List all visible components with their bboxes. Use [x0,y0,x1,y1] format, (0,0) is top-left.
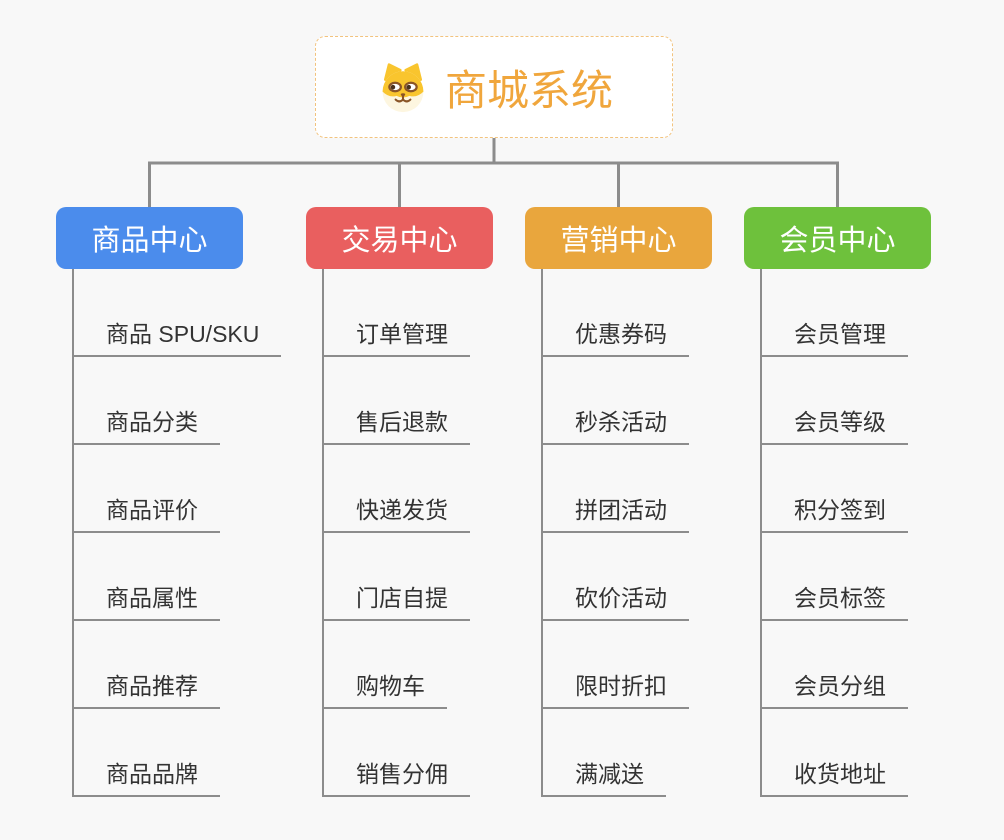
child-topic[interactable]: 商品分类 [72,407,220,445]
children-column-marketing-center: 优惠券码秒杀活动拼团活动砍价活动限时折扣满减送 [541,269,689,797]
branch-label: 交易中心 [341,225,458,257]
child-topic[interactable]: 满减送 [541,759,666,797]
child-topic[interactable]: 会员管理 [760,319,908,357]
branch-label: 商品中心 [91,225,208,257]
child-topic[interactable]: 会员标签 [760,583,908,621]
child-topic[interactable]: 会员分组 [760,671,908,709]
child-topic[interactable]: 门店自提 [322,583,470,621]
child-topic[interactable]: 商品评价 [72,495,220,533]
branch-node-member-center[interactable]: 会员中心 [744,207,931,269]
children-column-product-center: 商品 SPU/SKU 商品分类商品评价商品属性商品推荐商品品牌 [72,269,282,797]
child-topic[interactable]: 销售分佣 [322,759,470,797]
child-topic[interactable]: 商品 SPU/SKU [72,319,282,357]
child-topic[interactable]: 限时折扣 [541,671,689,709]
child-topic[interactable]: 秒杀活动 [541,407,689,445]
child-topic[interactable]: 优惠券码 [541,319,689,357]
root-title: 商城系统 [444,66,613,114]
branch-child-connector-line [72,269,74,797]
branch-child-connector-line [541,269,543,797]
root-node[interactable]: 商城系统 [315,36,673,138]
child-topic[interactable]: 订单管理 [322,319,470,357]
child-topic[interactable]: 商品属性 [72,583,220,621]
branch-label: 营销中心 [560,225,677,257]
child-topic[interactable]: 积分签到 [760,495,908,533]
child-topic[interactable]: 购物车 [322,671,447,709]
child-topic[interactable]: 快递发货 [322,495,470,533]
child-topic[interactable]: 收货地址 [760,759,908,797]
child-topic[interactable]: 会员等级 [760,407,908,445]
shiba-dog-icon [382,63,424,113]
branch-node-trade-center[interactable]: 交易中心 [306,207,493,269]
branch-child-connector-line [322,269,324,797]
branch-label: 会员中心 [779,225,896,257]
child-topic[interactable]: 砍价活动 [541,583,689,621]
children-column-trade-center: 订单管理售后退款快递发货门店自提购物车销售分佣 [322,269,470,797]
branch-node-product-center[interactable]: 商品中心 [56,207,243,269]
child-topic[interactable]: 商品品牌 [72,759,220,797]
child-topic[interactable]: 拼团活动 [541,495,689,533]
children-column-member-center: 会员管理会员等级积分签到会员标签会员分组收货地址 [760,269,908,797]
branch-node-marketing-center[interactable]: 营销中心 [525,207,712,269]
child-topic[interactable]: 售后退款 [322,407,470,445]
branch-child-connector-line [760,269,762,797]
child-topic[interactable]: 商品推荐 [72,671,220,709]
